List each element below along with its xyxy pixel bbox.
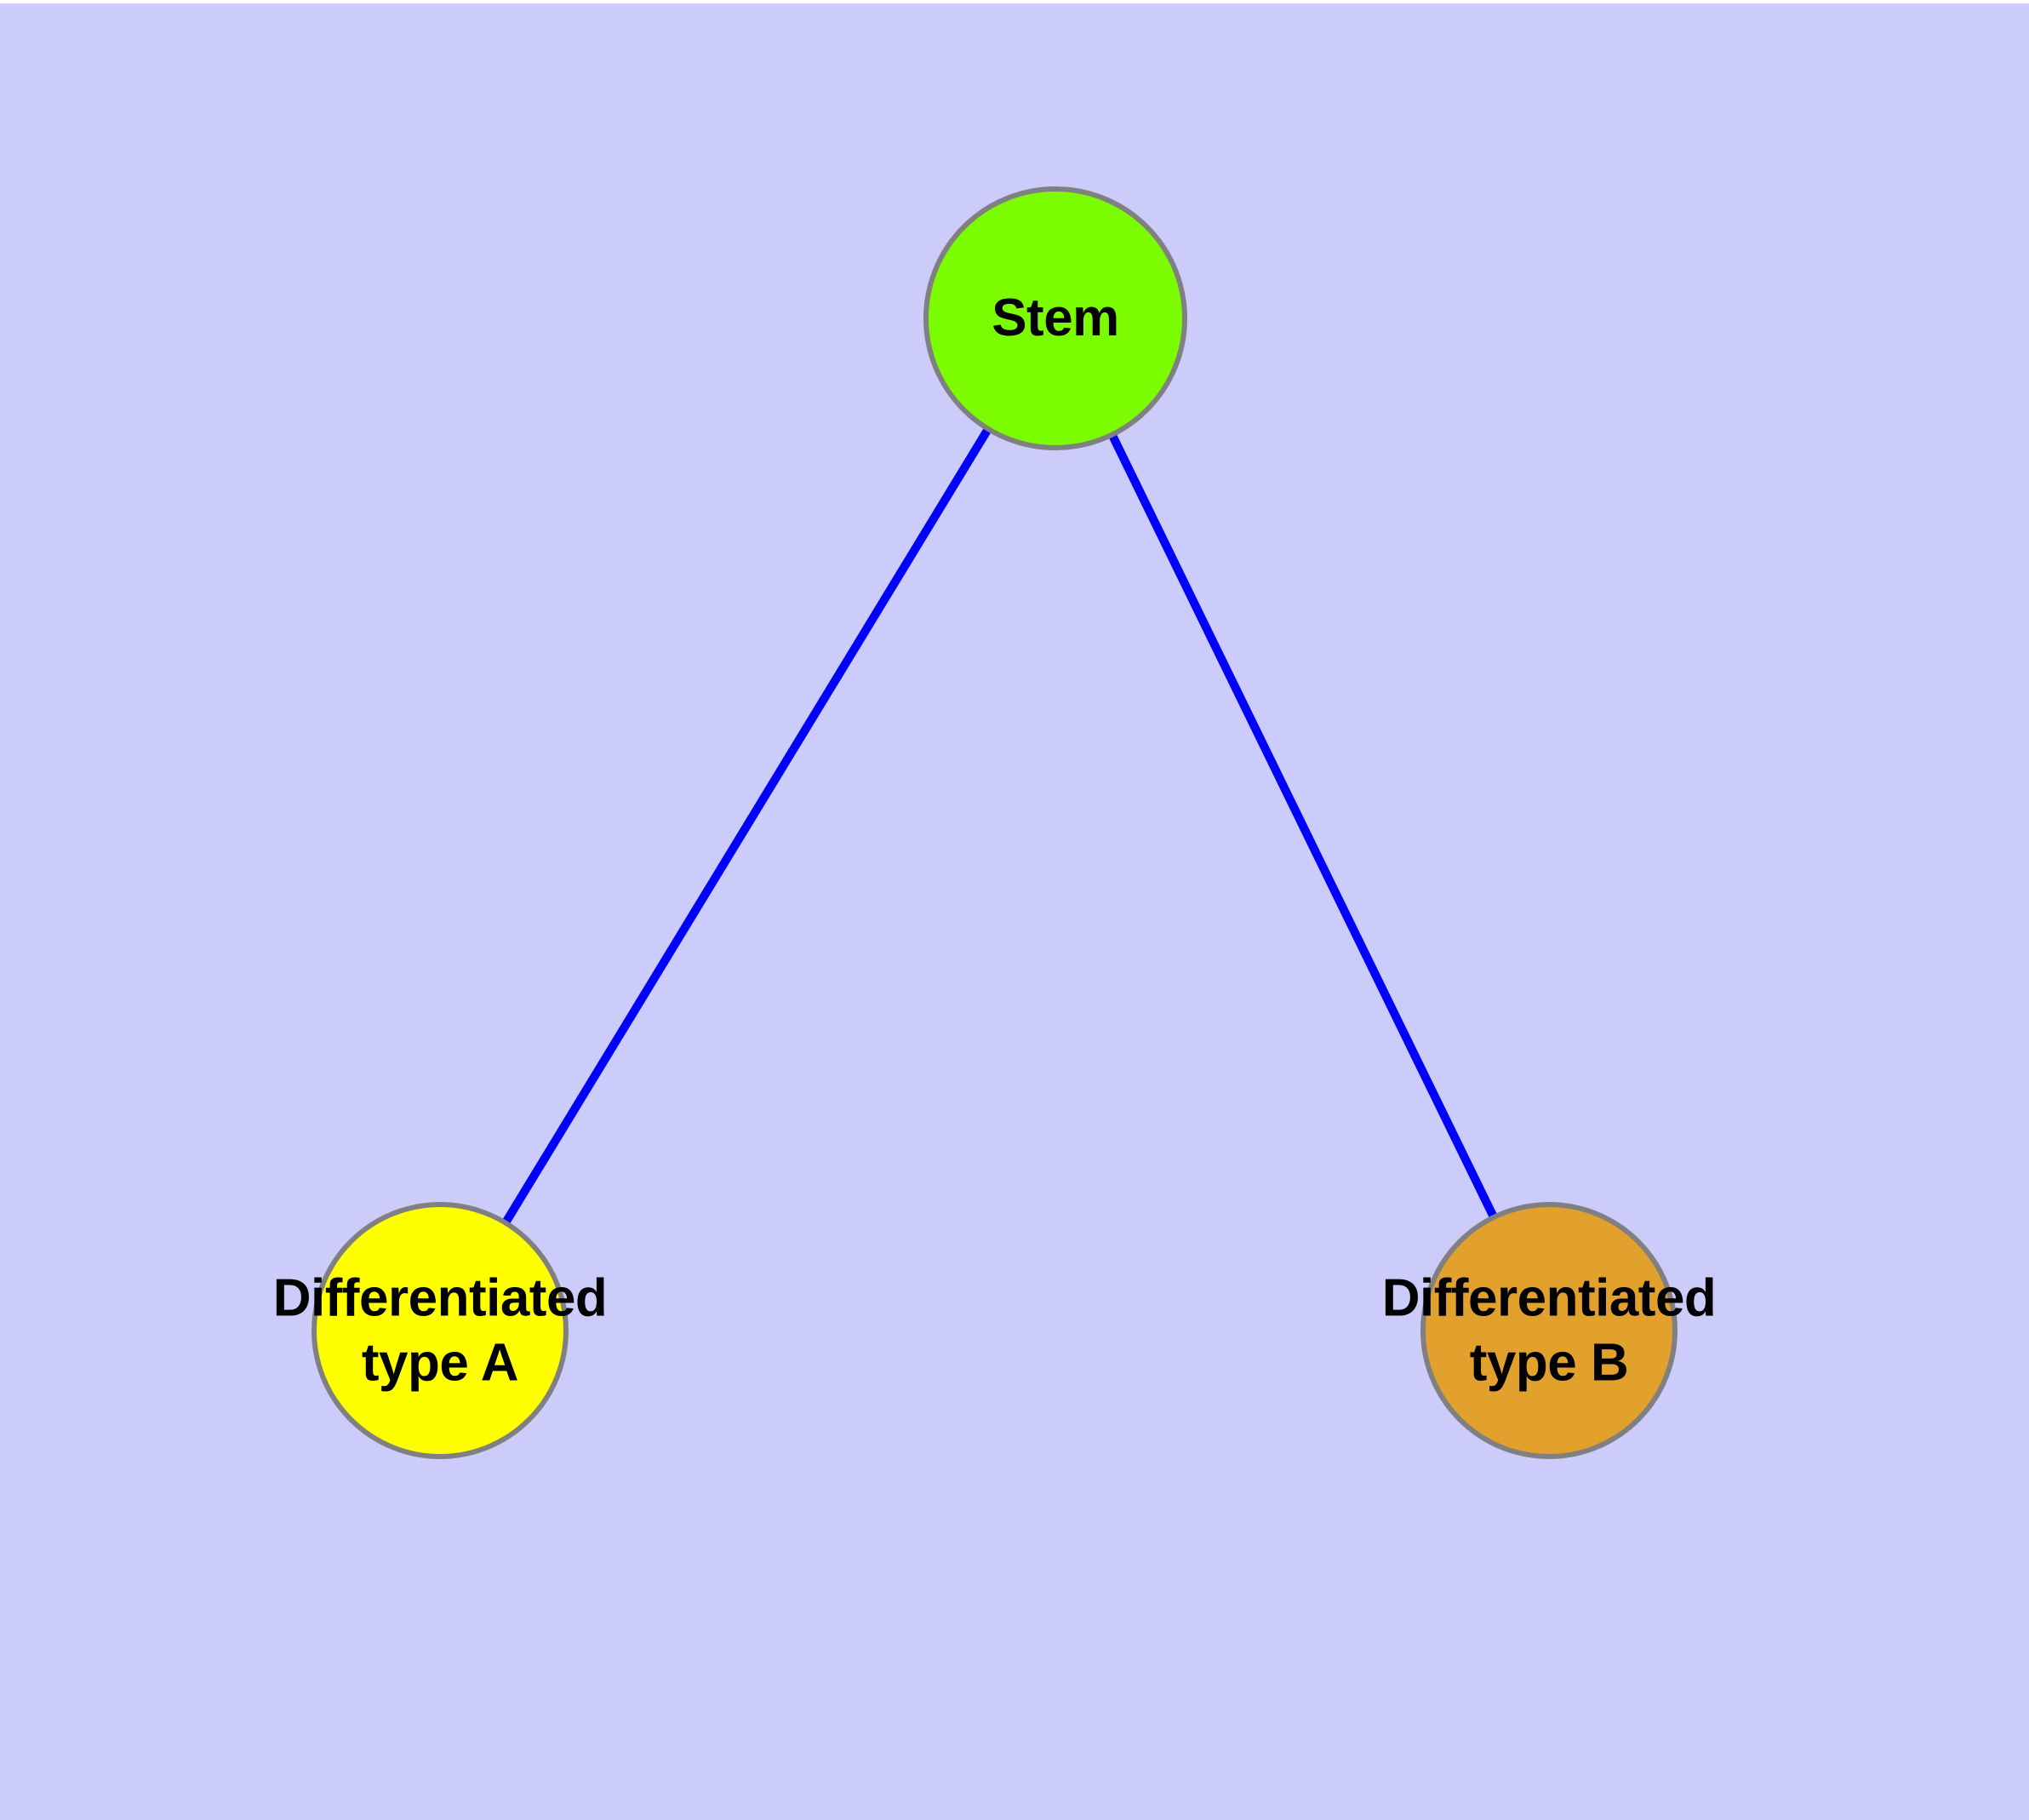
- edges-layer: [436, 316, 1553, 1333]
- nodes-layer: [311, 186, 1677, 1459]
- graph-svg: [311, 186, 1677, 1459]
- graph-edge: [1051, 316, 1553, 1333]
- graph-node-diff_a[interactable]: [311, 1202, 569, 1459]
- graph-node-diff_b[interactable]: [1420, 1202, 1677, 1459]
- graph-node-stem[interactable]: [923, 186, 1187, 450]
- graph-edge: [436, 316, 1060, 1333]
